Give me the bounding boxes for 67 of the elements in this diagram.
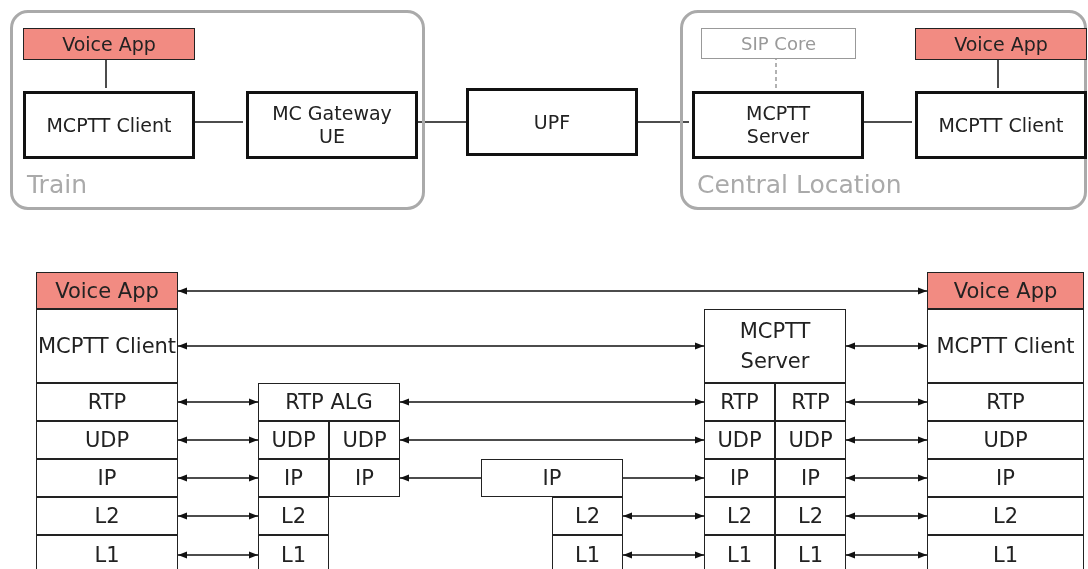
protocol-layer-box: L2 [927,497,1084,535]
protocol-layer-box: RTP [704,383,775,421]
protocol-layer-box: UDP [704,421,775,459]
arrow [177,287,928,295]
protocol-layer-box: RTP [927,383,1084,421]
protocol-layer-box: L2 [552,497,623,535]
protocol-layer-box: L1 [258,535,329,569]
group-box [10,10,425,210]
protocol-layer-box: IP [329,459,400,497]
protocol-layer-box: IP [481,459,623,497]
protocol-layer-box: L1 [775,535,846,569]
arrow [845,551,928,559]
component-box: MCPTT Client [915,91,1087,159]
arrow [399,398,705,406]
component-box: MC Gateway UE [246,91,418,159]
arrow [845,474,928,482]
arrow [177,474,259,482]
component-box: UPF [466,88,638,156]
protocol-layer-box: IP [775,459,846,497]
group-label: Train [27,170,87,199]
arrow [845,512,928,520]
protocol-layer-box: RTP [775,383,846,421]
app-layer-box: Voice App [927,272,1084,309]
protocol-layer-box: RTP ALG [258,383,400,421]
arrow [177,342,705,350]
arrow [622,551,705,559]
arrow [177,398,259,406]
arrow [177,512,259,520]
arrow [845,342,928,350]
protocol-layer-box: L2 [36,497,178,535]
protocol-layer-box: L1 [704,535,775,569]
arrow [399,436,705,444]
arrow [845,398,928,406]
arrow [622,512,705,520]
protocol-layer-box: L2 [704,497,775,535]
protocol-layer-box: MCPTT Client [36,309,178,383]
group-label: Central Location [697,170,902,199]
protocol-layer-box: L1 [552,535,623,569]
protocol-layer-box: IP [258,459,329,497]
protocol-layer-box: MCPTT Server [704,309,846,383]
arrow [177,436,259,444]
arrow [845,436,928,444]
component-box: SIP Core [701,28,856,59]
protocol-layer-box: RTP [36,383,178,421]
protocol-layer-box: L2 [775,497,846,535]
app-layer-box: Voice App [36,272,178,309]
component-box: MCPTT Client [23,91,195,159]
protocol-layer-box: UDP [329,421,400,459]
arrow [622,474,705,482]
protocol-layer-box: IP [927,459,1084,497]
connector-line [637,121,690,123]
protocol-layer-box: L1 [36,535,178,569]
protocol-layer-box: IP [36,459,178,497]
arrow [177,551,259,559]
protocol-layer-box: UDP [36,421,178,459]
protocol-layer-box: UDP [927,421,1084,459]
arrow [399,474,482,482]
protocol-layer-box: UDP [775,421,846,459]
protocol-layer-box: MCPTT Client [927,309,1084,383]
app-box: Voice App [915,28,1087,60]
protocol-layer-box: IP [704,459,775,497]
component-box: MCPTT Server [692,91,864,159]
protocol-layer-box: UDP [258,421,329,459]
app-box: Voice App [23,28,195,60]
group-box [680,10,1087,210]
protocol-layer-box: L2 [258,497,329,535]
protocol-layer-box: L1 [927,535,1084,569]
